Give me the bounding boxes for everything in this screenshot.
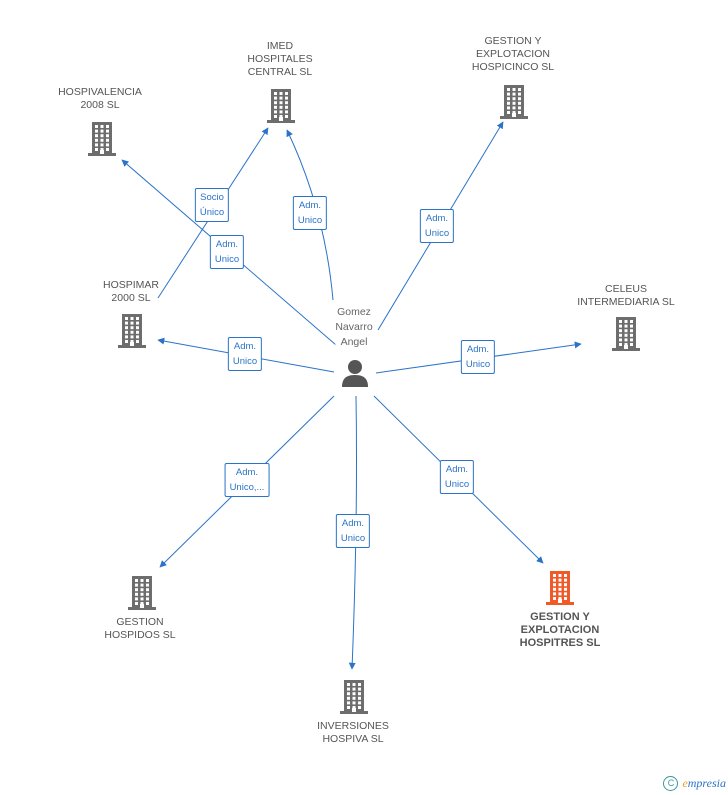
company-label-hospiva[interactable]: INVERSIONES HOSPIVA SL	[317, 720, 389, 745]
building-icon[interactable]	[118, 314, 146, 353]
company-label-hospimar[interactable]: HOSPIMAR 2000 SL	[102, 279, 160, 304]
brand-logo: empresia	[682, 776, 726, 790]
relation-label-hospiva[interactable]: Adm. Unico	[335, 514, 371, 548]
building-icon[interactable]	[340, 680, 368, 719]
relation-label-hospivalencia[interactable]: Adm. Unico	[209, 235, 245, 269]
company-label-imed[interactable]: IMED HOSPITALES CENTRAL SL	[247, 40, 313, 78]
relation-label-hospimar[interactable]: Adm. Unico	[227, 337, 263, 371]
company-label-hospicinco[interactable]: GESTION Y EXPLOTACION HOSPICINCO SL	[471, 35, 555, 73]
building-icon[interactable]	[128, 576, 156, 615]
company-label-hospidos[interactable]: GESTION HOSPIDOS SL	[104, 616, 176, 641]
copyright-icon: C	[663, 776, 679, 791]
relation-label-hospimar-imed[interactable]: Socio Único	[194, 188, 230, 222]
relation-label-hospicinco[interactable]: Adm. Unico	[419, 209, 455, 243]
footer-brand: C empresia	[663, 776, 726, 791]
building-icon[interactable]	[267, 89, 295, 128]
person-name: Gomez Navarro Angel	[335, 305, 373, 350]
relation-label-hospitres[interactable]: Adm. Unico	[439, 460, 475, 494]
company-label-hospivalencia[interactable]: HOSPIVALENCIA 2008 SL	[58, 86, 142, 111]
relation-label-celeus[interactable]: Adm. Unico	[460, 340, 496, 374]
building-icon[interactable]	[546, 571, 574, 610]
building-icon[interactable]	[500, 85, 528, 124]
company-label-hospitres[interactable]: GESTION Y EXPLOTACION HOSPITRES SL	[519, 611, 601, 649]
company-label-celeus[interactable]: CELEUS INTERMEDIARIA SL	[577, 283, 675, 308]
relation-label-hospidos[interactable]: Adm. Unico,...	[224, 463, 270, 497]
person-icon[interactable]	[340, 358, 370, 393]
relation-label-imed[interactable]: Adm. Unico	[292, 196, 328, 230]
building-icon[interactable]	[88, 122, 116, 161]
building-icon[interactable]	[612, 317, 640, 356]
